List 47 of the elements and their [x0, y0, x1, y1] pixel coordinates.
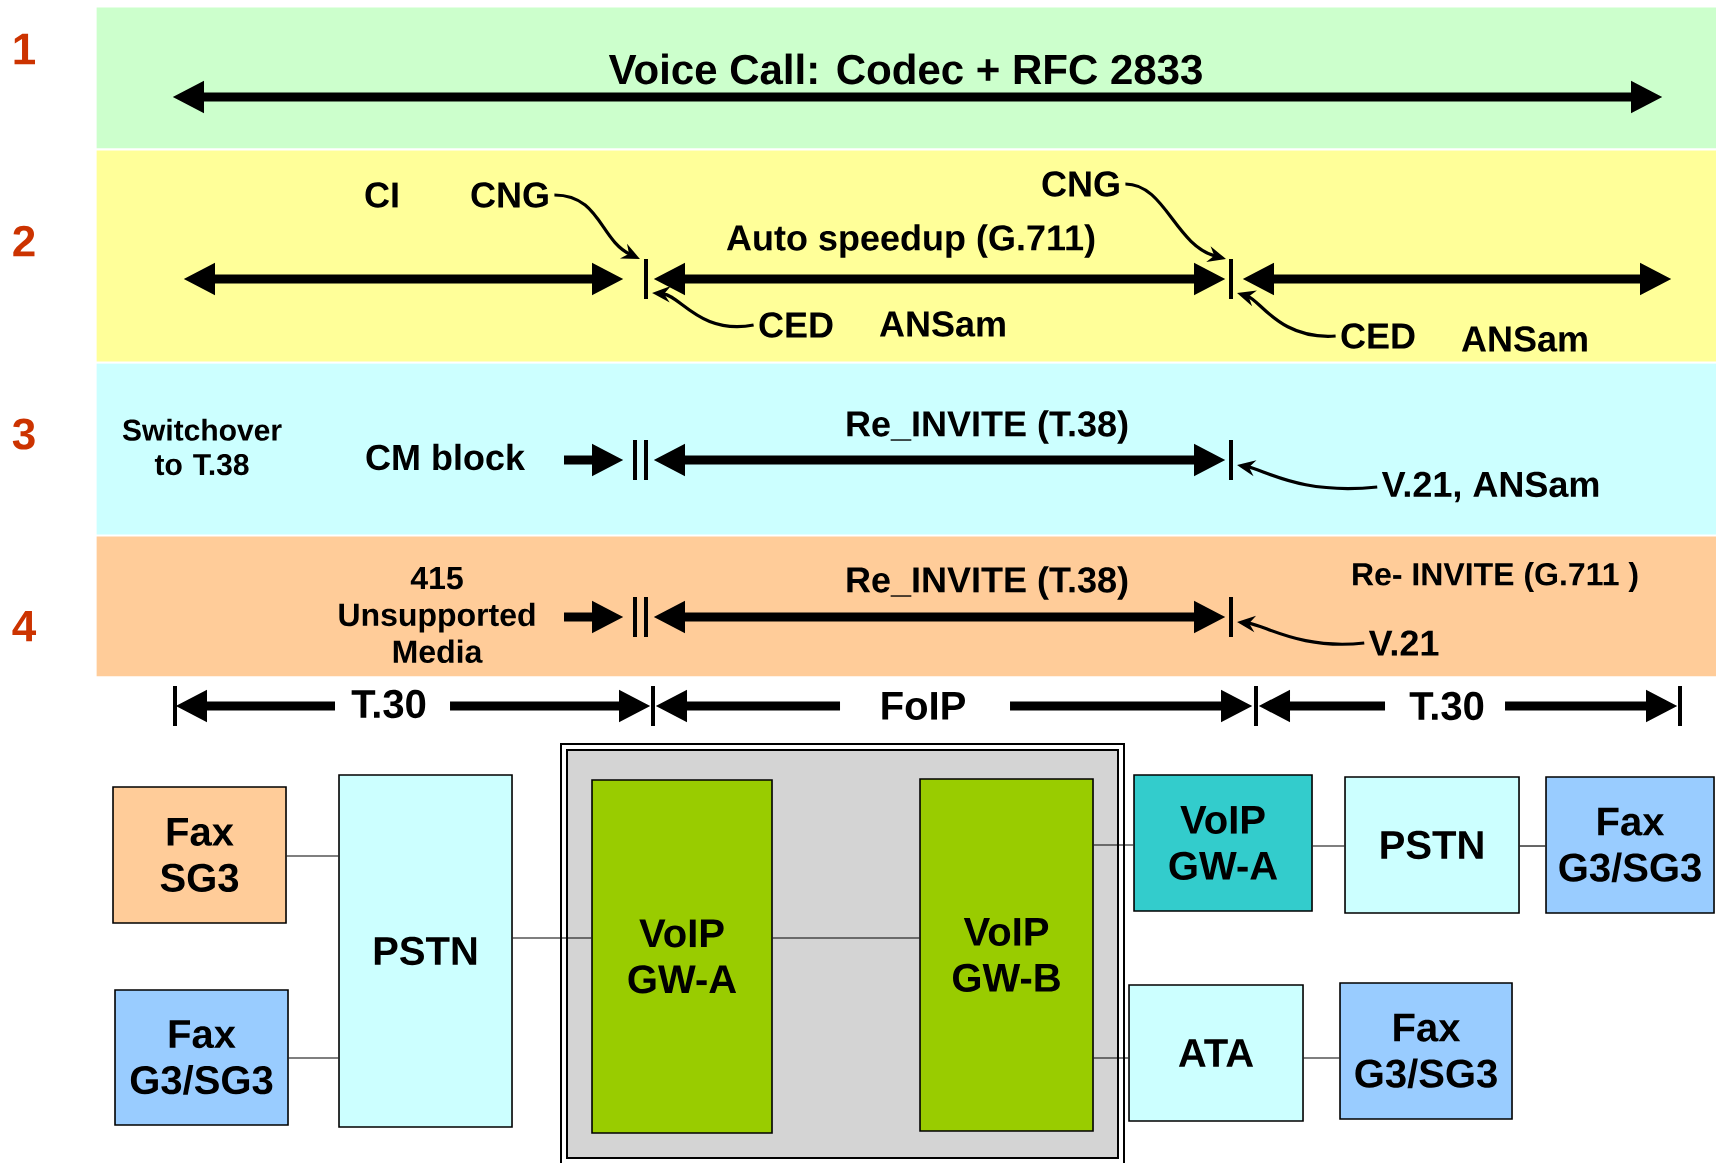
band-label: Re- INVITE (G.711 ) [1353, 562, 1638, 592]
band-label: Re_INVITE (T.38) [847, 410, 1128, 444]
timeline-label: FoIP [882, 692, 965, 720]
band-label: Voice Call: Codec + RFC 2833 [608, 53, 1202, 85]
band-label: Switchover to T.38 [122, 418, 282, 476]
signal-label: ANSam [879, 311, 1005, 337]
connector-line [1093, 1057, 1129, 1059]
connector-line [288, 1057, 339, 1059]
fax-machine-box: Fax G3/SG3 [1339, 982, 1513, 1120]
timeline-label: T.30 [1409, 691, 1484, 721]
connector-line [1519, 845, 1546, 847]
band-label: CI [365, 182, 398, 208]
gateway-box: VoIP GW-A [591, 779, 773, 1134]
band [96, 536, 1716, 677]
network-box: PSTN [1344, 776, 1520, 914]
connector-line [1303, 1057, 1340, 1059]
row-number: 2 [13, 225, 35, 257]
signal-label: CED [759, 312, 833, 338]
signal-label: V.21 [1368, 630, 1439, 656]
row-number: 3 [12, 418, 35, 450]
fax-machine-box: Fax G3/SG3 [114, 989, 289, 1126]
band [96, 150, 1716, 362]
network-box: PSTN [338, 774, 513, 1128]
signal-label: CNG [1042, 171, 1119, 197]
connector-line [286, 855, 339, 857]
band-label: CM block [366, 443, 526, 471]
band [96, 363, 1716, 535]
fax-machine-box: Fax G3/SG3 [1545, 776, 1715, 914]
row-number: 1 [14, 33, 35, 65]
connector-line [1093, 844, 1134, 846]
connector-line [1312, 845, 1345, 847]
gateway-box: VoIP GW-A [1133, 774, 1313, 912]
band [96, 7, 1716, 149]
row-number: 4 [12, 610, 36, 642]
connector-line [772, 937, 920, 939]
signal-label: V.21, ANSam [1381, 471, 1599, 503]
fax-machine-box: Fax SG3 [112, 786, 287, 924]
gateway-box: VoIP GW-B [919, 778, 1094, 1132]
band-label: Auto speedup (G.711) [726, 224, 1095, 258]
signal-label: CED [1341, 323, 1415, 349]
signal-label: CNG [471, 182, 548, 208]
timeline-label: T.30 [351, 689, 426, 719]
band-label: 415 Unsupported Media [339, 567, 535, 663]
connector-line [512, 937, 592, 939]
adapter-box: ATA [1128, 984, 1304, 1122]
band-label: Re_INVITE (T.38) [847, 566, 1128, 600]
signal-label: ANSam [1461, 326, 1587, 352]
